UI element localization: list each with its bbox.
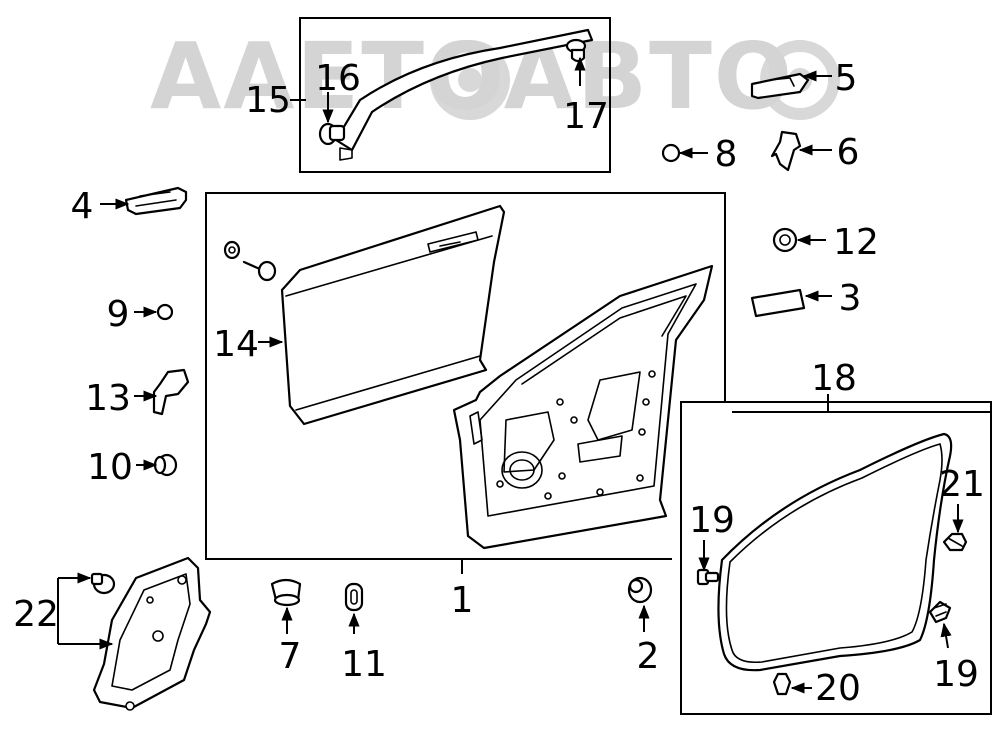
- callout-12: 12: [833, 222, 879, 263]
- watermark-logo: AAETOABTO: [150, 23, 840, 130]
- stopper-7-part: [270, 578, 302, 607]
- door-inner-frame-1-part: [452, 264, 714, 550]
- callout-16: 16: [315, 58, 361, 99]
- callout-13: 13: [85, 378, 131, 419]
- bolt-box1-part: [223, 240, 277, 282]
- callout-4: 4: [71, 186, 94, 227]
- callout-10: 10: [87, 447, 133, 488]
- callout-11: 11: [341, 644, 387, 685]
- clip-19a-part: [696, 568, 720, 586]
- clip-19b-part: [928, 600, 952, 624]
- plug-8-part: [661, 143, 681, 163]
- group-box-15: [299, 17, 611, 173]
- plug-9-part: [156, 303, 174, 321]
- callout-7: 7: [279, 636, 302, 677]
- callout-labels: 1 2 3 4 5 6 7 8 9 10 11 12 13 14 15 16 1…: [13, 58, 985, 709]
- group-box-18-frame: [680, 401, 992, 715]
- leader-lines: [57, 56, 964, 694]
- callout-21: 21: [939, 464, 985, 505]
- door-outer-panel-14-part: [280, 204, 506, 426]
- bracket-6-part: [770, 130, 802, 172]
- clip-11-part: [344, 582, 364, 612]
- callout-22: 22: [13, 594, 59, 635]
- callout-5: 5: [835, 58, 858, 99]
- callout-3: 3: [839, 278, 862, 319]
- molding-strip-part: [334, 28, 594, 161]
- callout-8: 8: [715, 134, 738, 175]
- callout-18: 18: [811, 358, 857, 399]
- grommet-12-part: [772, 227, 798, 253]
- clip-10-part: [153, 453, 178, 477]
- callout-2: 2: [637, 636, 660, 677]
- callout-14: 14: [213, 324, 259, 365]
- clip-20-part: [772, 672, 792, 696]
- callout-9: 9: [107, 294, 130, 335]
- callout-6: 6: [837, 132, 860, 173]
- callout-19b: 19: [933, 654, 979, 695]
- bracket-5-part: [750, 72, 810, 100]
- callout-19a: 19: [689, 500, 735, 541]
- callout-17: 17: [563, 96, 609, 137]
- clip-16-part: [318, 122, 346, 146]
- callout-20: 20: [815, 668, 861, 709]
- bracket-13-part: [152, 368, 190, 416]
- group-box-1: [205, 192, 726, 560]
- bolt-22-part: [90, 572, 116, 595]
- pad-3-part: [750, 288, 806, 318]
- callout-15: 15: [245, 80, 291, 121]
- bracket-4-part: [124, 186, 188, 216]
- callout-1: 1: [451, 580, 474, 621]
- clip-21-part: [942, 532, 968, 552]
- hinge-bracket-22-part: [92, 556, 212, 711]
- weatherstrip-18-part: [717, 432, 953, 672]
- bumper-2-part: [627, 576, 653, 604]
